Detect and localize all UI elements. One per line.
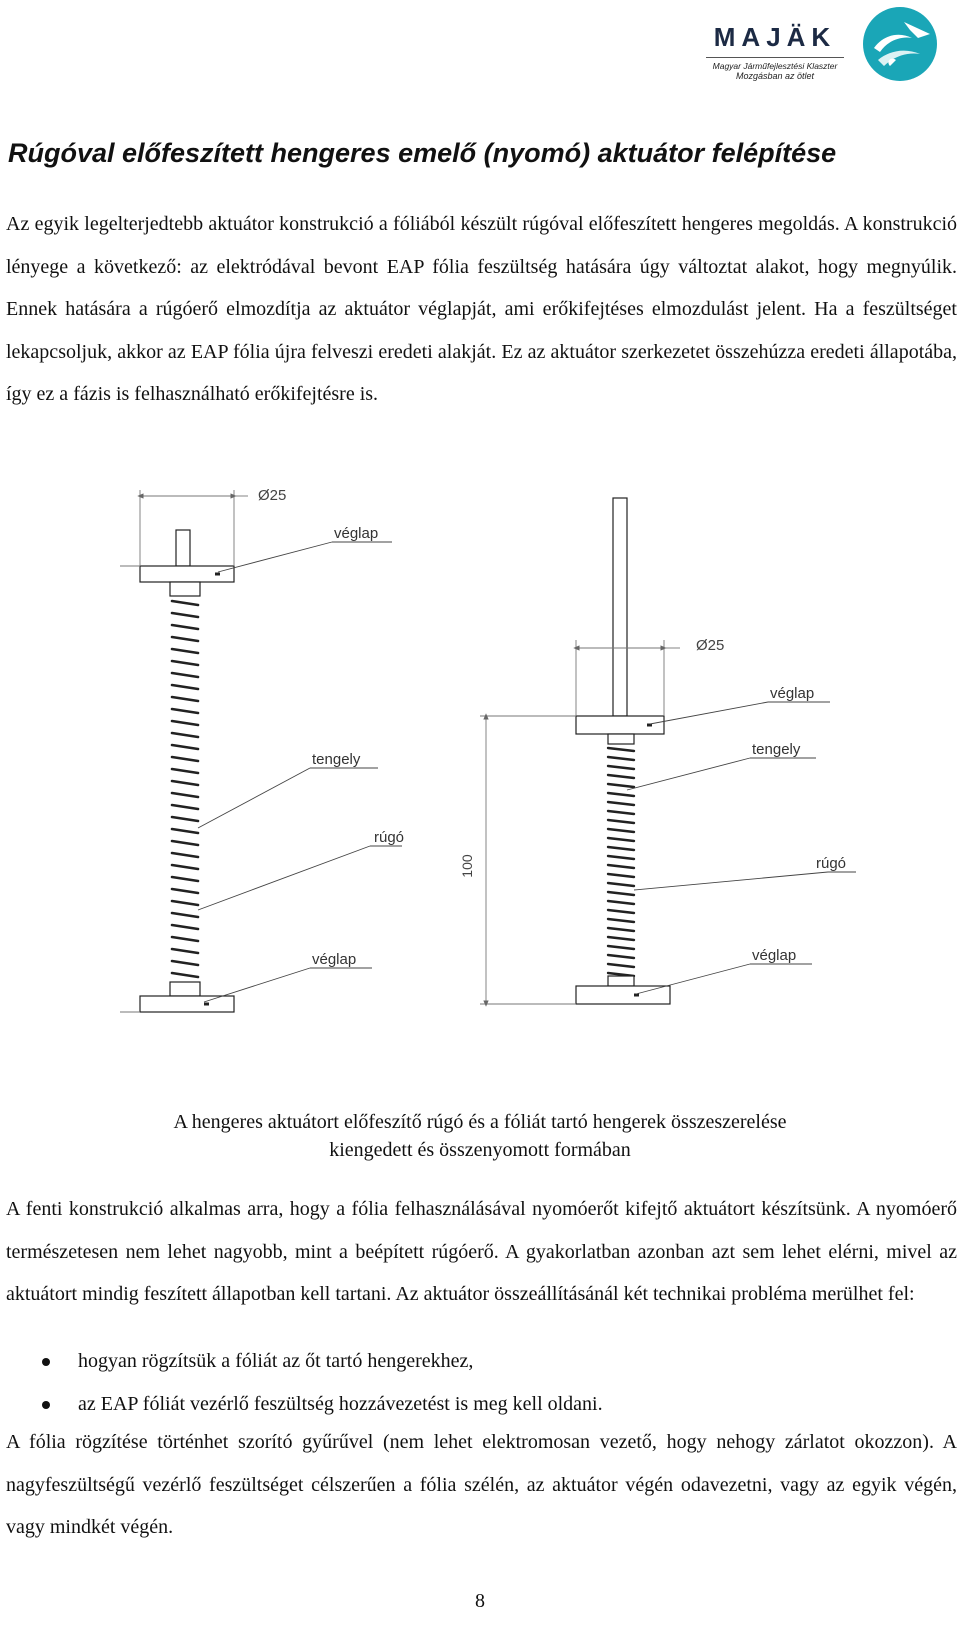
list-item-text: az EAP fóliát vezérlő feszültség hozzáve…: [78, 1392, 603, 1415]
left-spring-label: rúgó: [374, 829, 404, 846]
right-length-label: 100: [459, 854, 475, 878]
right-diameter-label: Ø25: [696, 637, 724, 654]
right-spring-label: rúgó: [816, 855, 846, 872]
left-axle-label: tengely: [312, 751, 361, 768]
left-dimensions: [120, 490, 248, 1013]
left-diameter-label: Ø25: [258, 487, 286, 504]
logo-divider: [706, 57, 844, 58]
intro-paragraph: Az egyik legelterjedtebb aktuátor konstr…: [6, 213, 957, 405]
right-bottom-plate-label: véglap: [752, 947, 796, 964]
left-top-plate-label: véglap: [334, 525, 378, 542]
right-actuator: [575, 497, 671, 1005]
bullet-icon: [42, 1358, 50, 1366]
right-dimensions: [480, 640, 680, 1007]
caption-line-1: A hengeres aktuátort előfeszítő rúgó és …: [173, 1111, 787, 1133]
page-title: Rúgóval előfeszített hengeres emelő (nyo…: [8, 138, 837, 168]
left-actuator: [139, 529, 235, 1013]
logo-slogan: Mozgásban az ötlet: [735, 71, 815, 81]
header-logo: MAJÄK Magyar Járműfejlesztési Klaszter M…: [700, 4, 950, 86]
list-item-text: hogyan rögzítsük a fóliát az őt tartó he…: [78, 1350, 474, 1372]
figure-caption: A hengeres aktuátort előfeszítő rúgó és …: [60, 1108, 900, 1164]
logo-wordmark: MAJÄK: [713, 22, 837, 52]
logo-subtitle: Magyar Járműfejlesztési Klaszter: [712, 61, 838, 71]
actuator-drawing: Ø25 160 véglap tengely rúgó véglap: [120, 487, 856, 1013]
logo-text-block: MAJÄK Magyar Járműfejlesztési Klaszter M…: [700, 22, 850, 81]
left-bottom-plate-label: véglap: [312, 951, 356, 968]
right-top-plate-label: véglap: [770, 685, 814, 702]
problem-list: hogyan rögzítsük a fóliát az őt tartó he…: [0, 1340, 960, 1425]
logo-emblem-icon: [863, 7, 937, 81]
right-axle-label: tengely: [752, 741, 801, 758]
list-item: az EAP fóliát vezérlő feszültség hozzáve…: [0, 1383, 960, 1426]
caption-line-2: kiengedett és összenyomott formában: [329, 1139, 631, 1161]
bullet-icon: [42, 1400, 50, 1409]
middle-paragraph: A fenti konstrukció alkalmas arra, hogy …: [6, 1198, 957, 1305]
list-item: hogyan rögzítsük a fóliát az őt tartó he…: [0, 1340, 960, 1383]
page-number: 8: [475, 1590, 485, 1612]
closing-paragraph: A fólia rögzítése történhet szorító gyűr…: [6, 1431, 957, 1538]
